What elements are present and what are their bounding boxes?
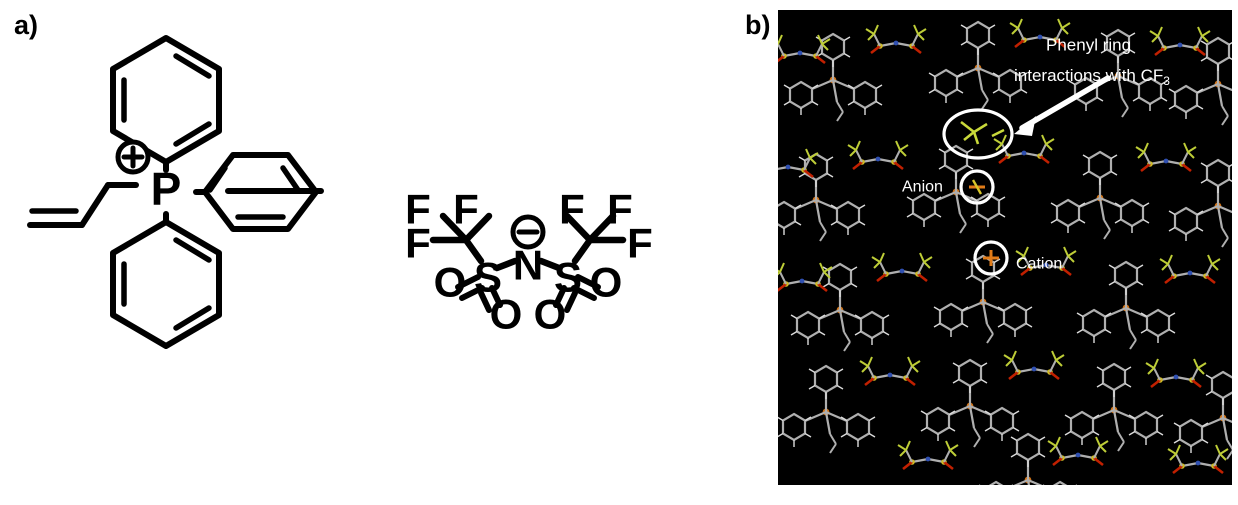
atom-label-fluorine-5: F xyxy=(607,186,633,233)
atom-label-fluorine-6: F xyxy=(627,220,653,267)
callout-line-1: Phenyl ring xyxy=(1046,36,1131,55)
atom-label-oxygen-2: O xyxy=(490,291,523,338)
panel-a-letter: a) xyxy=(14,10,39,40)
atom-label-oxygen-1: O xyxy=(434,259,467,306)
bond-s-n-left xyxy=(493,257,519,272)
bond-c-f-upright xyxy=(462,212,493,244)
bond-c-f-upright-r xyxy=(586,212,617,244)
cation-structure xyxy=(27,35,324,349)
crystal-packing-svg: Phenyl ring interactions with CF3 Anion … xyxy=(778,10,1232,485)
bond-ch2-ch xyxy=(79,182,111,228)
atom-label-fluorine-3: F xyxy=(405,220,431,267)
anion-label: Anion xyxy=(902,179,943,196)
phenyl-ring-bottom xyxy=(110,219,222,349)
anion-structure xyxy=(429,212,627,313)
callout-line-2: interactions with CF3 xyxy=(1014,66,1170,89)
right-sulfonyl-oxygen-outer xyxy=(571,274,601,301)
bond-s-n-right xyxy=(537,257,563,272)
atom-label-oxygen-4: O xyxy=(590,259,623,306)
cation-charge-symbol xyxy=(115,139,151,175)
panel-b-letter: b) xyxy=(745,10,771,40)
atom-label-fluorine-2: F xyxy=(453,186,479,233)
cation-label: Cation xyxy=(1016,256,1062,273)
panel-a-chemical-structures: a) xyxy=(14,10,653,349)
structures-svg: P xyxy=(27,35,653,349)
atom-label-fluorine-4: F xyxy=(559,186,585,233)
bond-c-s-right xyxy=(571,236,594,265)
left-trifluoromethyl xyxy=(429,212,493,265)
anion-marker xyxy=(959,169,995,205)
cf3-interaction-ellipse xyxy=(942,108,1014,160)
atom-label-phosphorus: P xyxy=(151,163,182,215)
left-sulfonyl-oxygen-lower xyxy=(478,285,503,313)
right-sulfonyl-oxygen-lower xyxy=(553,285,578,313)
atom-label-sulfur-left: S xyxy=(474,254,502,301)
allyl-group xyxy=(27,182,139,228)
right-trifluoromethyl xyxy=(563,212,627,265)
bond-c-s-left xyxy=(462,236,485,265)
callout-line-2-main: interactions with CF xyxy=(1014,66,1163,85)
bond-c-f-upleft xyxy=(439,212,470,244)
left-sulfonyl-oxygen-outer xyxy=(455,274,485,301)
highlighted-cf3-group xyxy=(960,120,1005,145)
callout-arrow xyxy=(1014,75,1111,136)
panel-b-crystal-packing: Phenyl ring interactions with CF3 Anion … xyxy=(778,10,1232,485)
anion-charge-symbol xyxy=(510,214,546,250)
phenyl-ring-right xyxy=(202,152,324,232)
atom-label-sulfur-right: S xyxy=(554,254,582,301)
callout-line-2-subscript: 3 xyxy=(1163,74,1170,88)
atom-label-oxygen-3: O xyxy=(534,291,567,338)
bond-c-f-upleft-r xyxy=(563,212,594,244)
cation-marker xyxy=(973,240,1009,276)
atom-label-fluorine-1: F xyxy=(405,186,431,233)
